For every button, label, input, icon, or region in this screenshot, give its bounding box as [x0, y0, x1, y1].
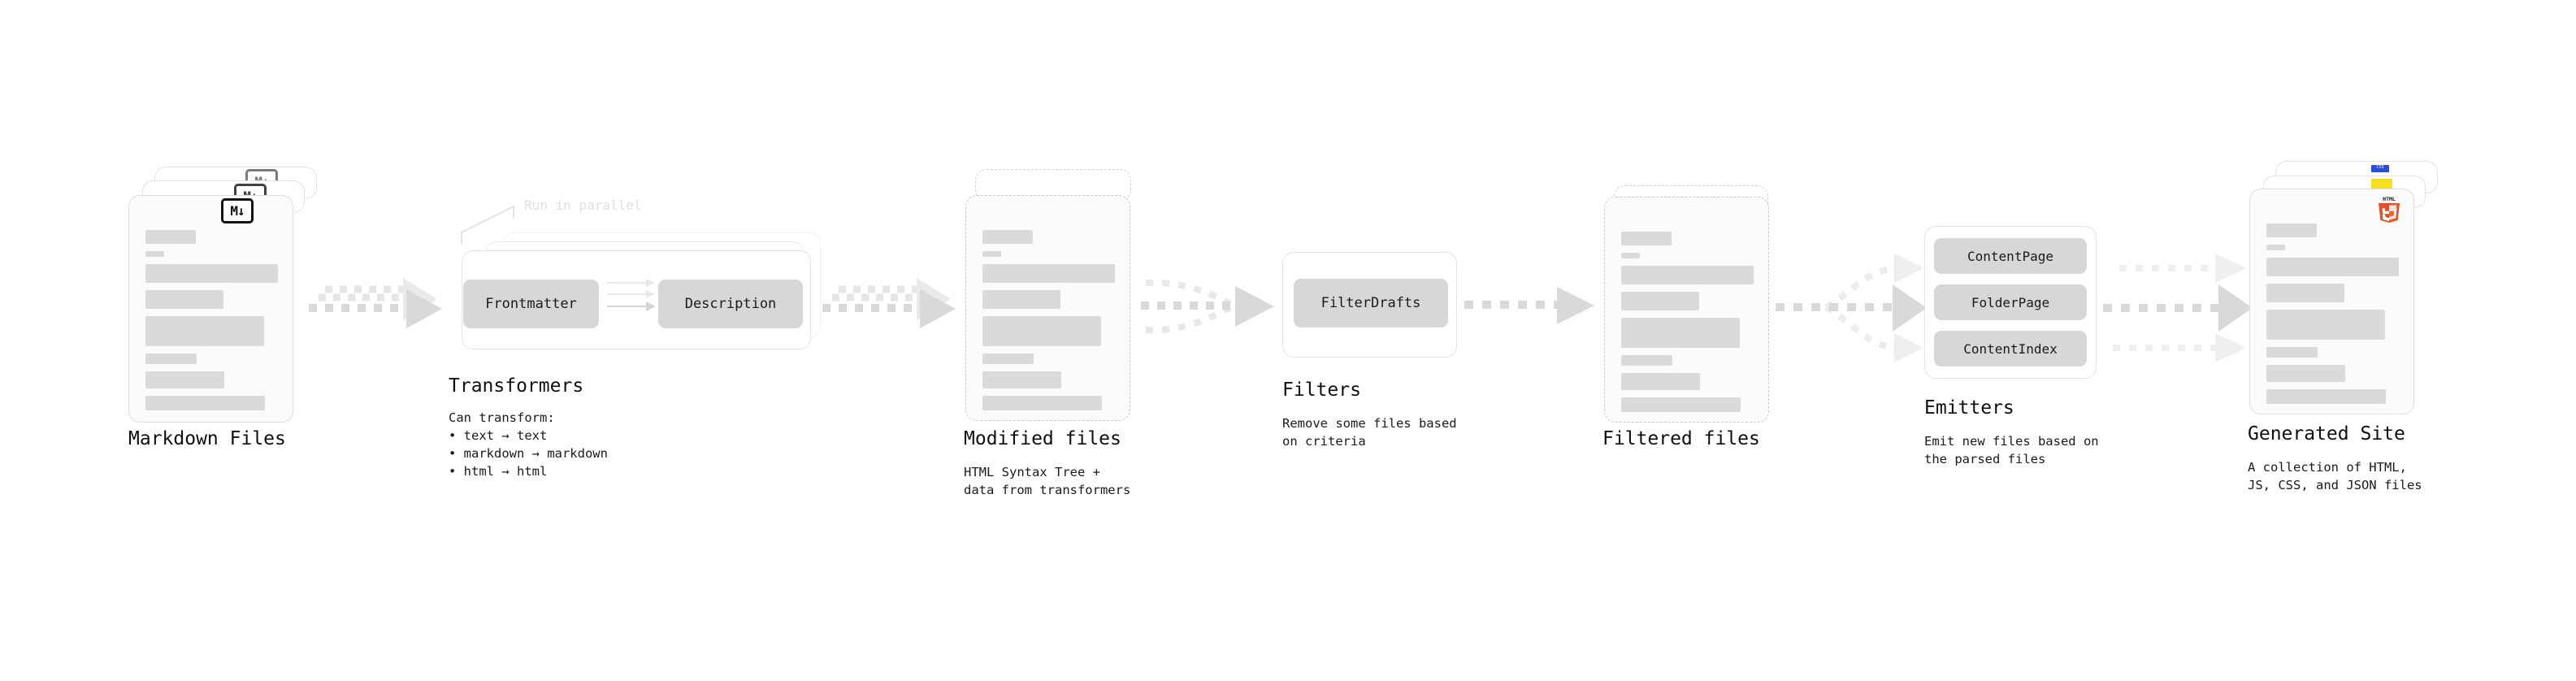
skeleton-bar [1621, 373, 1700, 390]
skeleton-bar [982, 396, 1102, 410]
skeleton-bar [1621, 266, 1754, 284]
modified-skeleton-bars [982, 230, 1115, 418]
connector-filtered-to-emitters [1776, 237, 1927, 380]
modified-file-card-front[interactable] [965, 195, 1130, 421]
skeleton-bar [2266, 389, 2386, 404]
skeleton-bar [982, 290, 1060, 309]
connector-modified-to-filters [1136, 268, 1282, 345]
connector-filters-to-filtered [1463, 286, 1601, 327]
stage-title-emitters: Emitters [1924, 397, 2014, 419]
skeleton-bar [145, 316, 264, 346]
skeleton-bar [982, 316, 1101, 346]
skeleton-bar [982, 354, 1034, 364]
filtered-file-card-front[interactable] [1604, 197, 1769, 423]
filtered-skeleton-bars [1621, 232, 1754, 419]
skeleton-bar [2266, 284, 2344, 302]
js-badge-icon [2371, 179, 2392, 189]
skeleton-bar [1621, 253, 1640, 258]
skeleton-bar [982, 230, 1033, 244]
markdown-badge-icon: M↓ [221, 198, 254, 223]
markdown-skeleton-bars [145, 230, 278, 418]
skeleton-bar [1621, 292, 1699, 310]
skeleton-bar [1621, 232, 1672, 245]
emitter-chip-folderpage[interactable]: FolderPage [1934, 284, 2087, 320]
css-badge-icon: CSS [2371, 165, 2389, 172]
generated-skeleton-bars [2266, 223, 2399, 411]
transformer-inner-arrows [607, 276, 664, 325]
html5-icon: HTML [2377, 195, 2401, 223]
stage-title-transformers: Transformers [449, 375, 584, 397]
skeleton-bar [145, 251, 164, 257]
stage-desc-transformers: Can transform: • text → text • markdown … [449, 410, 608, 479]
stage-title-modified-files: Modified files [964, 428, 1121, 449]
connector-md-to-transformers [307, 276, 445, 337]
stage-title-generated-site: Generated Site [2248, 423, 2405, 445]
connector-emitters-to-site [2103, 237, 2253, 380]
run-in-parallel-bracket [455, 193, 561, 250]
stage-desc-emitters: Emit new files based on the parsed files [1924, 434, 2099, 466]
emitter-chip-contentpage[interactable]: ContentPage [1934, 238, 2087, 274]
skeleton-bar [2266, 310, 2385, 340]
skeleton-bar [982, 264, 1115, 283]
stage-title-markdown-files: Markdown Files [128, 428, 286, 449]
skeleton-bar [145, 290, 223, 309]
filter-chip-filterdrafts[interactable]: FilterDrafts [1294, 279, 1448, 327]
stage-desc-modified-files: HTML Syntax Tree + data from transformer… [964, 465, 1131, 497]
skeleton-bar [2266, 365, 2345, 382]
skeleton-bar [1621, 318, 1740, 348]
stage-desc-filters: Remove some files based on criteria [1282, 416, 1457, 449]
skeleton-bar [145, 371, 224, 388]
skeleton-bar [2266, 258, 2399, 276]
skeleton-bar [145, 264, 278, 283]
stage-desc-generated-site: A collection of HTML, JS, CSS, and JSON … [2248, 460, 2422, 492]
connector-transformers-to-modified [821, 276, 959, 337]
markdown-file-card-front[interactable] [128, 195, 293, 423]
svg-text:HTML: HTML [2383, 196, 2396, 202]
transformer-chip-frontmatter[interactable]: Frontmatter [463, 280, 599, 328]
emitter-chip-contentindex[interactable]: ContentIndex [1934, 331, 2087, 367]
generated-card-front[interactable] [2249, 189, 2414, 414]
skeleton-bar [982, 251, 1001, 257]
skeleton-bar [2266, 347, 2318, 358]
skeleton-bar [1621, 355, 1672, 366]
skeleton-bar [982, 371, 1061, 388]
run-in-parallel-label: Run in parallel [524, 197, 642, 213]
stage-title-filters: Filters [1282, 380, 1361, 401]
skeleton-bar [145, 396, 265, 410]
skeleton-bar [1621, 397, 1741, 412]
stage-title-filtered-files: Filtered files [1602, 428, 1760, 449]
skeleton-bar [145, 230, 196, 244]
skeleton-bar [2266, 245, 2285, 250]
skeleton-bar [2266, 223, 2317, 237]
transformer-chip-description[interactable]: Description [658, 280, 803, 328]
skeleton-bar [145, 354, 197, 364]
